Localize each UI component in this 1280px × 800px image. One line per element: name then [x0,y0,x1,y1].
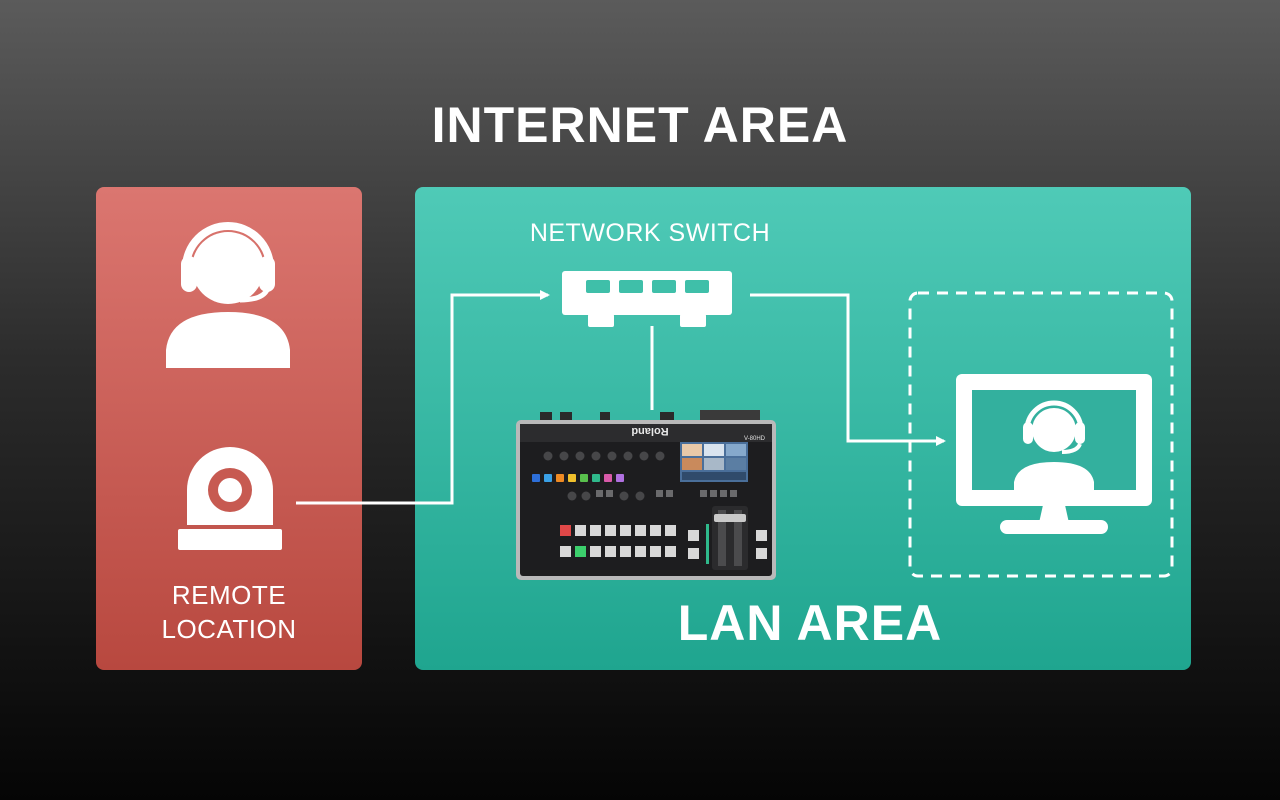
remote-label-line2: LOCATION [161,614,297,644]
monitor-operator-icon [956,374,1152,534]
ptz-camera-icon [178,447,282,550]
remote-label-line1: REMOTE [171,580,287,610]
network-switch-label: NETWORK SWITCH [529,219,771,247]
lan-area-label: LAN AREA [677,595,943,651]
video-switcher-device: Roland V-80HD [516,410,776,580]
device-model: V-80HD [744,436,766,442]
device-brand: Roland [631,425,668,437]
remote-location-label: REMOTE LOCATION [96,578,362,646]
headset-operator-icon [166,222,290,368]
connection-lines [296,290,946,505]
internet-area-title: INTERNET AREA [431,97,849,153]
lan-endpoint-box [908,291,1174,578]
network-switch-icon [562,271,732,327]
